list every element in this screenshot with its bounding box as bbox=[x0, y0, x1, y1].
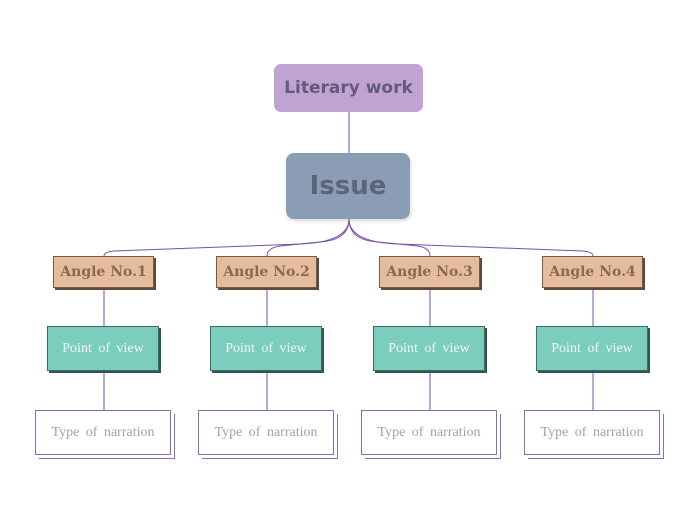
narration-node-1[interactable]: Type of narration bbox=[35, 410, 171, 455]
point-of-view-node-4[interactable]: Point of view bbox=[536, 326, 648, 371]
root-topic-label: Literary work bbox=[284, 78, 413, 98]
narration-label: Type of narration bbox=[540, 424, 644, 440]
angle-node-3[interactable]: Angle No.3 bbox=[379, 256, 480, 288]
angle-label: Angle No.4 bbox=[549, 264, 636, 280]
point-of-view-node-1[interactable]: Point of view bbox=[47, 326, 159, 371]
connector-issue-angle-2 bbox=[266, 218, 350, 257]
connector-issue-angle-1 bbox=[103, 218, 350, 257]
narration-label: Type of narration bbox=[51, 424, 155, 440]
narration-label: Type of narration bbox=[377, 424, 481, 440]
angle-label: Angle No.2 bbox=[223, 264, 310, 280]
point-of-view-label: Point of view bbox=[551, 340, 633, 356]
connector-issue-angle-3 bbox=[348, 218, 431, 257]
root-topic-literary-work[interactable]: Literary work bbox=[274, 64, 423, 112]
issue-topic-label: Issue bbox=[309, 171, 387, 201]
angle-node-4[interactable]: Angle No.4 bbox=[542, 256, 643, 288]
angle-label: Angle No.1 bbox=[60, 264, 147, 280]
point-of-view-label: Point of view bbox=[62, 340, 144, 356]
point-of-view-node-2[interactable]: Point of view bbox=[210, 326, 322, 371]
angle-node-1[interactable]: Angle No.1 bbox=[53, 256, 154, 288]
angle-label: Angle No.3 bbox=[386, 264, 473, 280]
narration-node-4[interactable]: Type of narration bbox=[524, 410, 660, 455]
point-of-view-label: Point of view bbox=[388, 340, 470, 356]
narration-node-2[interactable]: Type of narration bbox=[198, 410, 334, 455]
point-of-view-label: Point of view bbox=[225, 340, 307, 356]
narration-label: Type of narration bbox=[214, 424, 318, 440]
main-topic-issue[interactable]: Issue bbox=[286, 153, 410, 219]
connector-issue-angle-4 bbox=[348, 218, 594, 257]
angle-node-2[interactable]: Angle No.2 bbox=[216, 256, 317, 288]
narration-node-3[interactable]: Type of narration bbox=[361, 410, 497, 455]
point-of-view-node-3[interactable]: Point of view bbox=[373, 326, 485, 371]
